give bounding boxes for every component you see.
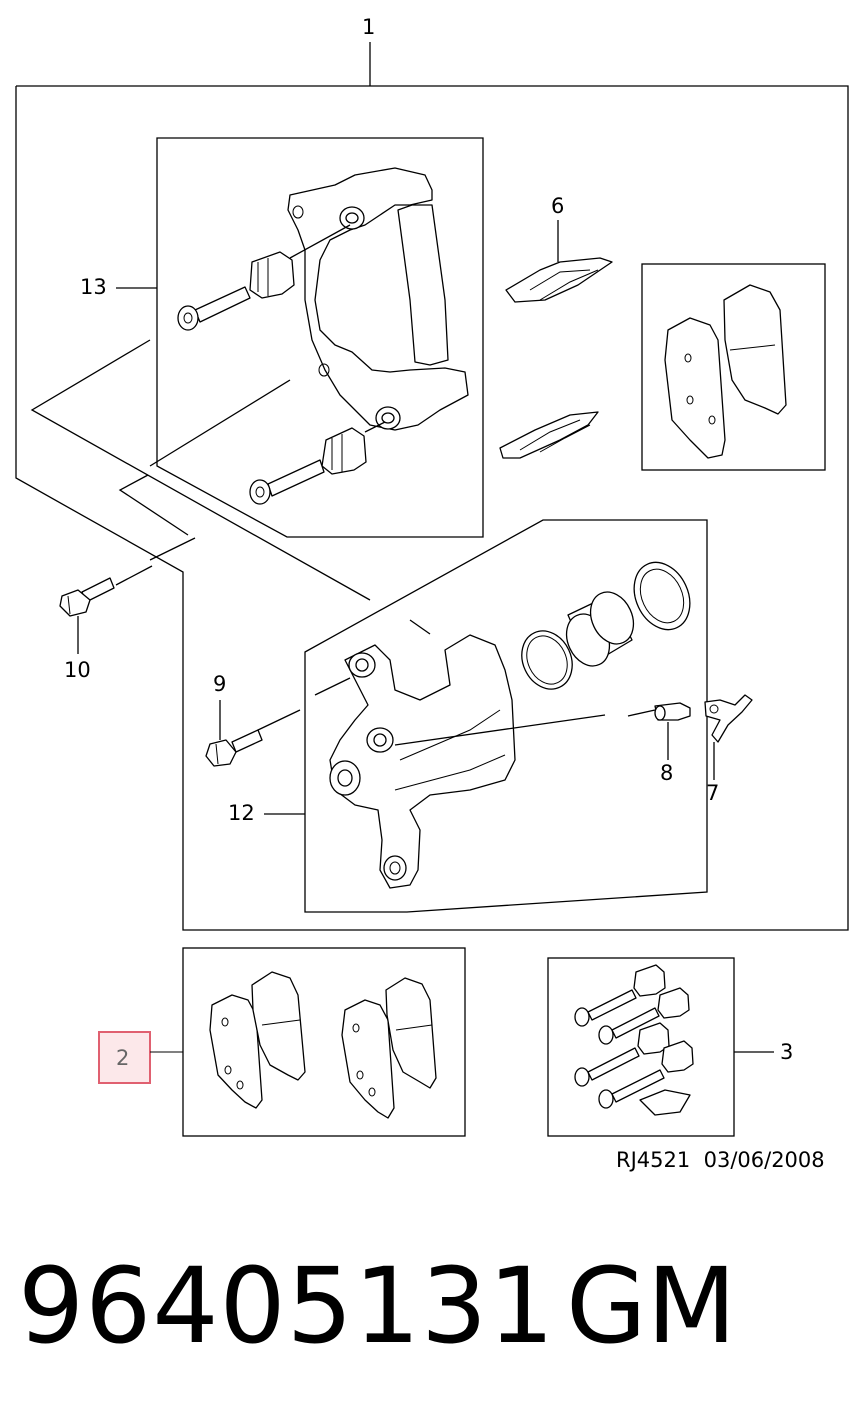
drawing-date: 03/06/2008 bbox=[703, 1148, 825, 1172]
callout-2[interactable]: 2 bbox=[116, 1046, 129, 1070]
guide-pin-lower bbox=[249, 421, 386, 505]
anti-rattle-clip-upper bbox=[505, 257, 613, 303]
drawing-ref-code: RJ4521 bbox=[616, 1148, 691, 1172]
pad-kit-box bbox=[182, 947, 466, 1137]
caliper-body bbox=[329, 634, 516, 889]
anti-rattle-clip-lower bbox=[499, 411, 599, 459]
callout-2-highlight[interactable] bbox=[98, 1031, 151, 1084]
brake-pads-set-right bbox=[341, 977, 437, 1119]
guide-pin-kit-box bbox=[547, 957, 735, 1137]
callout-12[interactable]: 12 bbox=[228, 801, 255, 825]
bleeder-screw bbox=[654, 702, 691, 721]
guide-pin-upper bbox=[177, 224, 351, 331]
drawing-reference: RJ4521 03/06/2008 bbox=[616, 1148, 825, 1172]
callout-10[interactable]: 10 bbox=[64, 658, 91, 682]
callout-3[interactable]: 3 bbox=[780, 1040, 793, 1064]
brand-label: GM bbox=[566, 1245, 737, 1367]
callout-9[interactable]: 9 bbox=[213, 672, 226, 696]
callout-7[interactable]: 7 bbox=[706, 781, 719, 805]
callout-8[interactable]: 8 bbox=[660, 761, 673, 785]
dust-boot bbox=[633, 561, 691, 631]
carrier-bracket bbox=[287, 167, 469, 431]
guide-pin-kit bbox=[574, 964, 694, 1116]
bracket-bolt bbox=[59, 577, 115, 617]
retaining-clip bbox=[704, 694, 753, 743]
piston bbox=[565, 591, 635, 667]
caliper-bolt bbox=[205, 729, 263, 767]
assembly-outline bbox=[15, 85, 849, 931]
brake-pads-upper bbox=[664, 284, 787, 459]
callout-6[interactable]: 6 bbox=[551, 194, 564, 218]
caliper-box bbox=[304, 519, 708, 913]
carrier-bracket-box bbox=[156, 137, 484, 538]
pad-box-upper bbox=[641, 263, 826, 471]
callout-1[interactable]: 1 bbox=[362, 15, 375, 39]
part-number: 96405131 bbox=[18, 1245, 556, 1367]
piston-seal bbox=[521, 630, 573, 690]
callout-13[interactable]: 13 bbox=[80, 275, 107, 299]
brake-pads-set-left bbox=[209, 971, 306, 1109]
